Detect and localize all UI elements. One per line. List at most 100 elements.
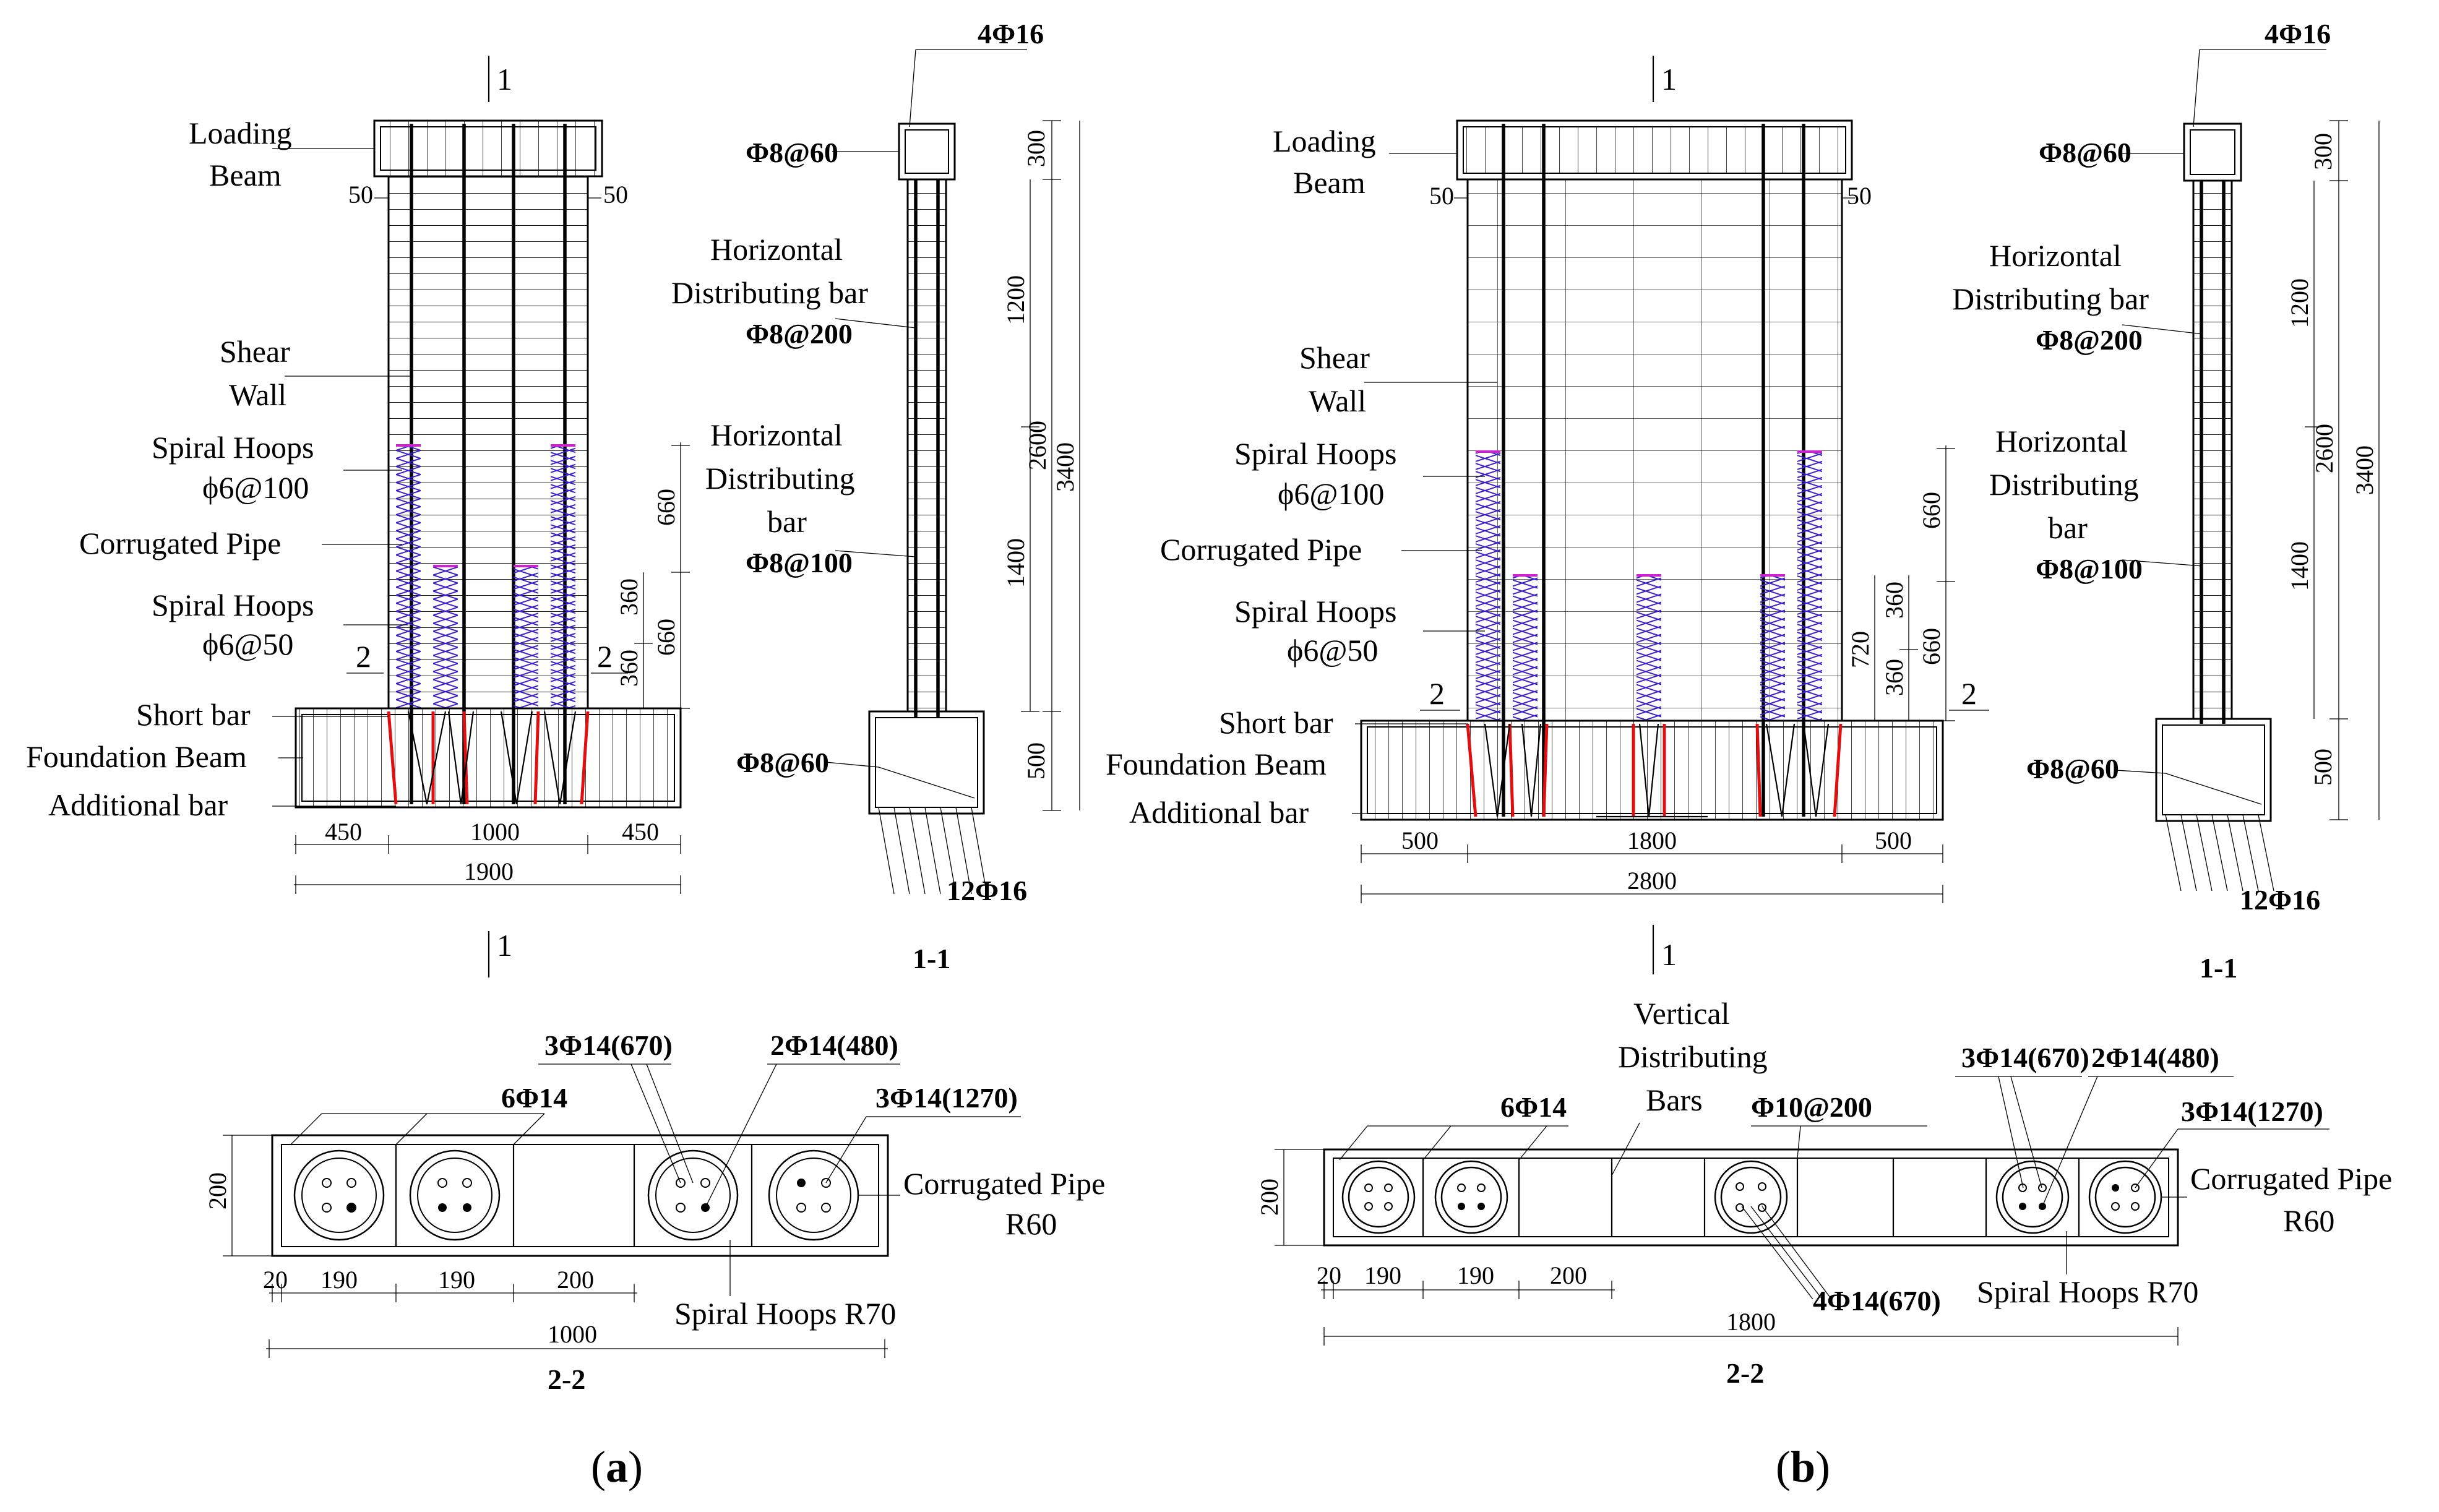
dim-b-edge-left: 50 [1429, 182, 1454, 210]
panel-b-elevation: 1 1 Loading Beam [1106, 56, 1989, 974]
dim-b-190-2: 190 [1457, 1261, 1494, 1289]
label-b-pipe-line2: R60 [2283, 1203, 2334, 1238]
label-loading-beam-1: Loading [189, 116, 292, 150]
label-b-pipe-line1: Corrugated Pipe [2190, 1161, 2392, 1196]
spiral-hoop-b-1 [1476, 452, 1500, 721]
label-a-stirrup-top: Φ8@60 [746, 137, 838, 168]
label-b-loading-2: Beam [1293, 165, 1366, 200]
dim-b-20: 20 [1317, 1261, 1341, 1289]
label-b-vertical-line3: Bars [1646, 1083, 1703, 1117]
foundation-beam-b [1360, 719, 1944, 821]
dim-a-1200: 1200 [1002, 275, 1030, 325]
title-b-2-2: 2-2 [1726, 1357, 1764, 1389]
dim-b-660-top: 660 [1917, 492, 1945, 529]
label-b-spiral-top: Spiral Hoops [1234, 436, 1397, 471]
dim-b-200: 200 [1550, 1261, 1587, 1289]
panel-a-elevation: 1 1 Loading B [26, 56, 690, 977]
label-a-horiz-1-line1: Horizontal [710, 232, 843, 267]
dim-b-edge-right: 50 [1847, 182, 1872, 210]
dim-a-20: 20 [263, 1266, 288, 1294]
label-b-spiral-bottom-spacing: ϕ6@50 [1287, 633, 1378, 668]
label-corrugated-pipe: Corrugated Pipe [79, 526, 281, 561]
label-b-shear-2: Wall [1309, 384, 1366, 418]
panel-b-section-1-1: 4Φ16 Φ8@60 Horizontal Distributing bar Φ… [1952, 18, 2380, 984]
section-mark-1-bottom: 1 [497, 928, 512, 963]
label-a-bars-670: 3Φ14(670) [544, 1029, 673, 1061]
label-b-corrugated: Corrugated Pipe [1160, 532, 1362, 567]
dim-a-total: 1900 [464, 857, 514, 885]
dim-a-300: 300 [1022, 130, 1050, 167]
section-mark-b-top: 1 [1661, 62, 1677, 97]
label-b-vertical-spacing: Φ10@200 [1751, 1091, 1872, 1123]
dim-b-300: 300 [2309, 133, 2337, 170]
dim-b-3400: 3400 [2351, 445, 2378, 495]
dim-b-360-top: 360 [1880, 582, 1908, 619]
spiral-hoop-col-1 [396, 445, 421, 708]
label-b-top-bars: 4Φ16 [2265, 18, 2331, 49]
dim-b-1800: 1800 [1726, 1308, 1776, 1336]
dim-a-200: 200 [557, 1266, 594, 1294]
dim-a-edge-left: 50 [348, 181, 373, 208]
label-b-bars-480: 2Φ14(480) [2091, 1042, 2219, 1073]
label-a-horiz-2-spacing: Φ8@100 [746, 547, 853, 578]
caption-b: (b) [1776, 1442, 1830, 1492]
label-b-horiz-2-line3: bar [2048, 510, 2088, 545]
dim-a-bottom-2: 1000 [470, 818, 520, 846]
dim-b-bottom-2: 1800 [1627, 827, 1677, 854]
label-b-bars-1270: 3Φ14(1270) [2181, 1096, 2323, 1127]
label-a-horiz-1-spacing: Φ8@200 [746, 318, 853, 350]
label-b-stirrup-top: Φ8@60 [2039, 137, 2131, 168]
label-loading-beam-2: Beam [209, 158, 282, 192]
section-mark-2-left: 2 [356, 639, 371, 674]
section-mark-b-2-left: 2 [1429, 676, 1445, 711]
dim-a-2600: 2600 [1023, 421, 1051, 470]
dim-a-500: 500 [1022, 742, 1050, 780]
dim-b-height: 200 [1255, 1179, 1283, 1216]
title-a-2-2: 2-2 [548, 1364, 585, 1395]
label-b-6bars: 6Φ14 [1500, 1091, 1567, 1123]
label-spiral-hoops-top: Spiral Hoops [152, 430, 314, 465]
label-a-horiz-2-line2: Distributing [705, 461, 855, 496]
label-foundation-beam: Foundation Beam [26, 739, 247, 774]
spiral-hoop-b-5 [1797, 452, 1822, 721]
dim-a-1400: 1400 [1002, 538, 1030, 588]
dim-b-bottom-1: 500 [1401, 827, 1439, 854]
label-b-vertical-line1: Vertical [1633, 996, 1729, 1031]
dim-b-1400: 1400 [2286, 541, 2313, 591]
label-b-horiz-1-spacing: Φ8@200 [2036, 324, 2143, 356]
label-a-bars-1270: 3Φ14(1270) [875, 1082, 1018, 1114]
label-b-loading-1: Loading [1273, 124, 1376, 158]
dim-b-360-bottom: 360 [1880, 659, 1908, 696]
label-a-pipe-line1: Corrugated Pipe [903, 1166, 1105, 1201]
dim-a-360-top: 360 [615, 578, 643, 616]
label-a-horiz-1-line2: Distributing bar [671, 275, 868, 310]
label-b-bars-670: 3Φ14(670) [1961, 1042, 2089, 1073]
dim-b-2600: 2600 [2310, 424, 2338, 473]
label-b-horiz-2-line2: Distributing [1989, 467, 2139, 502]
dim-b-1200: 1200 [2286, 278, 2313, 328]
label-a-horiz-2-line3: bar [767, 504, 807, 539]
panel-b-section-2-2: 6Φ14 Vertical Distributing Bars Φ10@200 … [1255, 996, 2392, 1389]
dim-b-total: 2800 [1627, 867, 1677, 895]
dim-a-edge-right: 50 [603, 181, 628, 208]
label-spiral-hoops-bottom-spacing: ϕ6@50 [202, 627, 293, 661]
loading-beam [373, 119, 603, 178]
spiral-hoop-col-4 [551, 445, 575, 708]
label-b-bars-4: 4Φ14(670) [1813, 1285, 1941, 1317]
dim-a-height: 200 [204, 1172, 231, 1209]
dim-a-190-1: 190 [320, 1266, 358, 1294]
label-a-bottom-bars: 12Φ16 [947, 875, 1027, 906]
panel-a-section-2-2: 6Φ14 3Φ14(670) 2Φ14(480) 3Φ14(1270) Corr… [204, 1029, 1105, 1395]
label-spiral-hoops-bottom: Spiral Hoops [152, 588, 314, 622]
label-b-shear-1: Shear [1299, 340, 1370, 375]
label-b-horiz-2-spacing: Φ8@100 [2036, 553, 2143, 585]
foundation-beam [295, 707, 682, 809]
section-mark-1-top: 1 [497, 62, 512, 97]
label-b-short-bar: Short bar [1219, 705, 1333, 740]
dim-a-1000: 1000 [548, 1320, 597, 1348]
label-shear-wall-1: Shear [220, 334, 290, 369]
label-b-foundation: Foundation Beam [1106, 747, 1327, 781]
label-b-horiz-1-line1: Horizontal [1989, 238, 2122, 273]
section-mark-b-bottom: 1 [1661, 937, 1677, 972]
